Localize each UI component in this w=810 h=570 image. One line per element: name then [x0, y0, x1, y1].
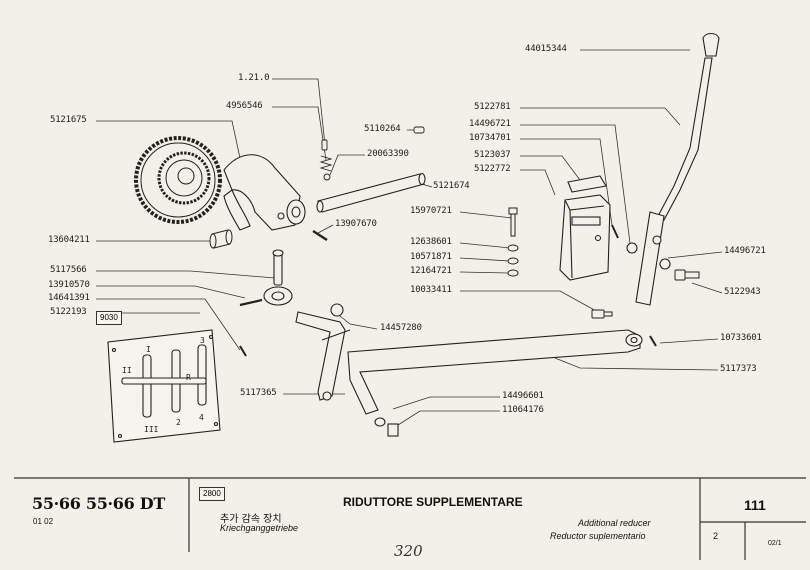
page-title: RIDUTTORE SUPPLEMENTARE [343, 495, 523, 509]
reduction-gear-cluster [134, 136, 222, 224]
callout: 5117566 [50, 265, 87, 275]
callout: 12638601 [410, 237, 452, 247]
callout: 5121674 [433, 181, 470, 191]
callout: 10571871 [410, 252, 452, 262]
group-code-box: 2800 [199, 487, 225, 501]
sheet-reference: 02/1 [768, 540, 782, 547]
callout: 5110264 [364, 124, 401, 134]
bolts-and-washers [507, 207, 700, 319]
callout: 5122772 [474, 164, 511, 174]
callout: 1.21.0 [238, 73, 270, 83]
callout-leaders [96, 49, 723, 426]
callout: 5117365 [240, 388, 277, 398]
plate-mark-iii: III [144, 425, 159, 434]
callout: 14641391 [48, 293, 90, 303]
plate-mark-1: I [146, 345, 151, 354]
shift-fork [223, 154, 306, 231]
detent-parts [312, 126, 425, 242]
sub-page-number: 2 [713, 531, 719, 541]
callout: 15970721 [410, 206, 452, 216]
title-german: Kriechganggetriebe [220, 523, 299, 533]
model-name: 55·66 55·66 DT [32, 494, 165, 513]
callout: 12164721 [410, 266, 452, 276]
shift-rod [316, 172, 426, 213]
plate-mark-ii: II [122, 366, 132, 375]
handwritten-note: 320 [394, 542, 423, 560]
callout: 5122193 [50, 307, 87, 317]
title-korean: 추가 감속 장치 [220, 514, 282, 525]
callout: 14496721 [469, 119, 511, 129]
plate-mark-3: 3 [200, 336, 205, 345]
callout: 13910570 [48, 280, 90, 290]
callout: 10033411 [410, 285, 452, 295]
shift-housing [559, 175, 611, 281]
callout: 5121675 [50, 115, 87, 125]
plate-mark-2: 2 [176, 418, 181, 427]
callout: 14457280 [380, 323, 422, 333]
gear-lever [626, 32, 720, 306]
bushing [209, 229, 233, 249]
plate-mark-r: R [186, 373, 191, 382]
callout: 44015344 [525, 44, 567, 54]
plate-mark-4: 4 [199, 413, 204, 422]
callout: 13604211 [48, 235, 90, 245]
page-number: 111 [744, 497, 766, 513]
plate-marks: I 3 2 4 R II III [122, 336, 205, 434]
callout: 20063390 [367, 149, 409, 159]
callout: 5117373 [720, 364, 757, 374]
selector-lever [239, 249, 293, 307]
callout: 14496601 [502, 391, 544, 401]
shift-pattern-plate [107, 329, 247, 443]
title-spanish: Reductor suplementario [550, 531, 646, 541]
callout: 13907670 [335, 219, 377, 229]
callout: 10733601 [720, 333, 762, 343]
callout: 5122943 [724, 287, 761, 297]
title-english: Additional reducer [578, 518, 651, 528]
model-serial: 01 02 [33, 517, 54, 526]
callout: 5122781 [474, 102, 511, 112]
callout: 10734701 [469, 133, 511, 143]
callout: 14496721 [724, 246, 766, 256]
linkage-rod [347, 329, 657, 437]
callout: 4956546 [226, 101, 263, 111]
callout: 11064176 [502, 405, 544, 415]
title-block-frame [14, 477, 806, 560]
lever-arm [295, 303, 351, 401]
plate-code-box: 9030 [96, 311, 122, 325]
callout: 5123037 [474, 150, 511, 160]
